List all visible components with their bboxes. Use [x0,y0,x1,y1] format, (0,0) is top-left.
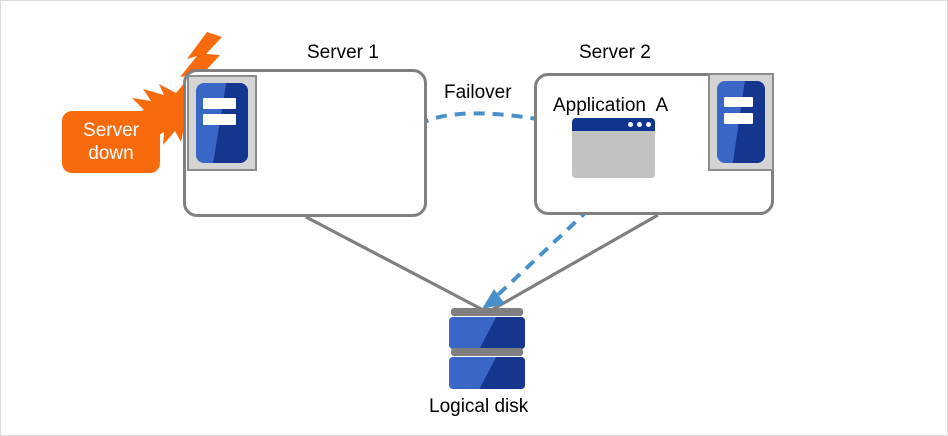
app-window-dot [637,122,642,127]
app-window-dot [646,122,651,127]
application-to-disk-arrowhead-icon [482,289,505,309]
disk-block-shade [479,317,525,349]
app-window-body [572,131,655,178]
server-slot-bar [203,98,236,109]
app-window-icon [572,118,655,178]
connector-server1-to-disk [305,215,488,314]
application-label: Application A [553,95,669,116]
server-icon [708,73,774,171]
disk-plate [451,308,523,316]
disk-plate [451,348,523,356]
status-badge: Server down [62,111,160,173]
server1-title: Server 1 [307,42,379,63]
server-chassis [717,81,765,163]
server-icon [187,75,257,171]
failover-label: Failover [444,82,512,103]
disk-block-shade [479,357,525,389]
status-badge-line1: Server [83,119,139,141]
server-slot-bar [203,114,236,125]
server-slot-bar [723,96,754,108]
app-window-dot [628,122,633,127]
disk-block [449,317,525,349]
server-chassis [196,83,248,163]
status-badge-line2: down [88,143,134,164]
server-slot-bar [723,112,754,124]
logical-disk-label: Logical disk [429,396,529,417]
failover-arrow [403,111,555,140]
server2-title: Server 2 [579,42,651,63]
connector-server2-to-disk [487,213,659,314]
logical-disk-icon [449,308,525,390]
app-window-titlebar [572,118,655,131]
disk-block [449,357,525,389]
